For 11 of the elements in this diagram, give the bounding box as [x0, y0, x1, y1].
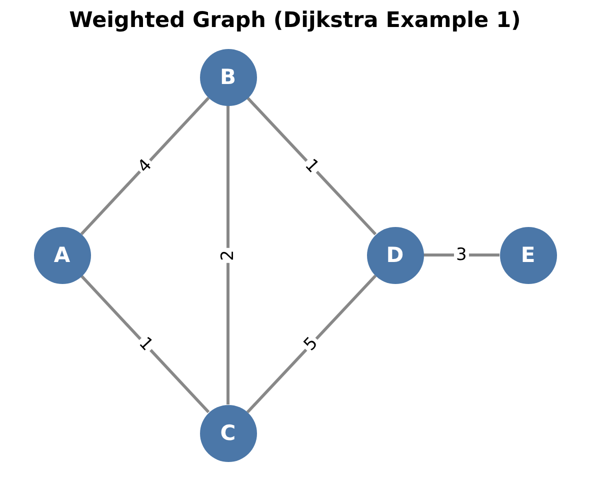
graph-edge — [246, 96, 377, 236]
graph-node: D — [366, 226, 424, 284]
graph-node: B — [200, 48, 256, 106]
graph-edge — [424, 254, 500, 256]
graph-edge — [80, 274, 210, 414]
graph-node: C — [200, 404, 256, 462]
graph-node: A — [34, 226, 90, 284]
diagram-title: Weighted Graph (Dijkstra Example 1) — [69, 8, 521, 33]
graph-edge — [226, 106, 230, 404]
graph-node: E — [500, 226, 556, 284]
graph-edge — [80, 96, 210, 236]
